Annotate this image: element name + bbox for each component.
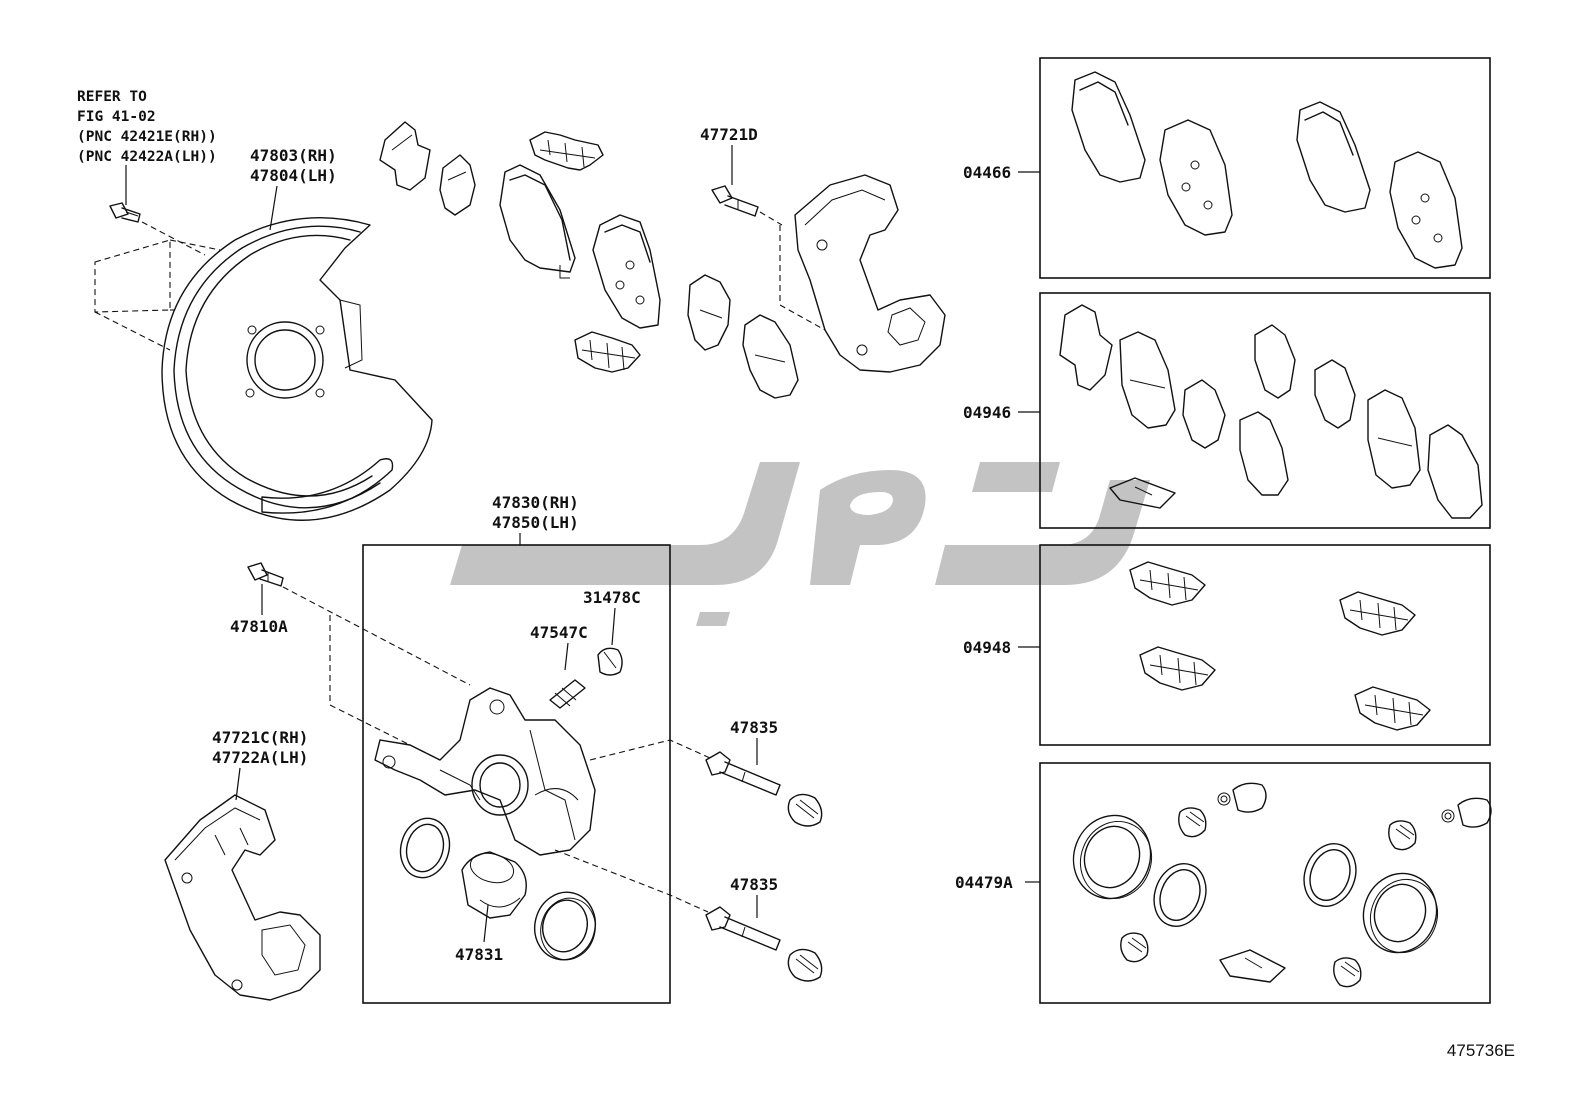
kit-04946-shim-1[interactable] xyxy=(1059,304,1113,391)
mount-bolt-47721D[interactable] xyxy=(711,185,759,217)
kit-04479A-grease-packet[interactable] xyxy=(1219,949,1286,983)
refer-note: REFER TO FIG 41-02 (PNC 42421E(RH)) (PNC… xyxy=(77,89,217,165)
kit-04948-support-plate-2[interactable] xyxy=(1339,591,1416,636)
dust-cover-bolt[interactable] xyxy=(109,202,141,223)
bolt-47810A[interactable] xyxy=(247,562,284,587)
slide-pin-boot-lower[interactable] xyxy=(787,948,823,982)
kit-04479A-boot-3[interactable] xyxy=(1388,820,1417,851)
pad-support-plate-lower[interactable] xyxy=(574,331,641,373)
kit-04479A-piston-seal-1[interactable] xyxy=(1062,805,1162,910)
label-47810A: 47810A xyxy=(230,617,288,636)
anti-squeal-shim-3[interactable] xyxy=(687,274,731,351)
figure-id: 475736E xyxy=(1447,1041,1515,1060)
refer-note-line2: FIG 41-02 xyxy=(77,109,156,125)
anti-squeal-shim-1[interactable] xyxy=(379,121,431,191)
label-47804: 47804(LH) xyxy=(250,166,337,185)
cylinder-piston[interactable] xyxy=(461,849,527,919)
label-47830: 47830(RH) xyxy=(492,493,579,512)
kit-04946-shim-2[interactable] xyxy=(1119,331,1176,429)
kit-04479A-piston-seal-2[interactable] xyxy=(1352,863,1447,963)
refer-note-line3: (PNC 42421E(RH)) xyxy=(77,129,217,145)
kit-04466-pad-2[interactable] xyxy=(1159,119,1233,236)
kit-box-04946 xyxy=(1039,292,1491,529)
kit-box-04466 xyxy=(1039,57,1491,279)
kit-04946-shim-8[interactable] xyxy=(1427,424,1483,519)
label-04948: 04948 xyxy=(963,638,1011,657)
label-47803: 47803(RH) xyxy=(250,146,337,165)
label-47831: 47831 xyxy=(455,945,503,964)
kit-04479A-cap-2[interactable] xyxy=(1441,797,1492,828)
kit-04946-shim-5[interactable] xyxy=(1254,324,1296,399)
caliper-mounting-bracket-lower[interactable] xyxy=(164,794,321,1001)
bleeder-plug-cap[interactable] xyxy=(597,647,623,676)
kit-04946-shim-6[interactable] xyxy=(1314,359,1356,429)
slide-pin-boot-upper[interactable] xyxy=(787,793,823,827)
kit-04466-pad-1[interactable] xyxy=(1071,71,1146,183)
disc-brake-cylinder[interactable] xyxy=(374,687,596,856)
kit-04946-shim-7[interactable] xyxy=(1367,389,1421,489)
kit-04948-support-plate-4[interactable] xyxy=(1354,686,1431,731)
label-47547C: 47547C xyxy=(530,623,588,642)
kit-04946-shim-4[interactable] xyxy=(1239,411,1289,496)
kit-04479A-boot-1[interactable] xyxy=(1178,807,1207,838)
pad-support-plate-upper[interactable] xyxy=(529,131,604,171)
bleeder-plug[interactable] xyxy=(549,679,586,709)
watermark-logo xyxy=(450,462,1150,626)
disc-brake-pad-1[interactable] xyxy=(499,164,576,279)
label-04466: 04466 xyxy=(963,163,1011,182)
kit-box-04948 xyxy=(1039,544,1491,746)
label-47721C: 47721C(RH) xyxy=(212,728,308,747)
kit-04479A-cap-1[interactable] xyxy=(1217,782,1267,813)
kit-04479A-o-ring-1[interactable] xyxy=(1146,856,1215,933)
label-47835-upper: 47835 xyxy=(730,718,778,737)
piston-seal[interactable] xyxy=(394,813,456,883)
kit-04479A-boot-2[interactable] xyxy=(1120,932,1149,963)
refer-note-line1: REFER TO xyxy=(77,89,147,105)
kit-04466-pad-3[interactable] xyxy=(1296,101,1371,213)
label-47721D: 47721D xyxy=(700,125,758,144)
label-31478C: 31478C xyxy=(583,588,641,607)
kit-box-04479A xyxy=(1039,762,1491,1004)
cylinder-assembly-box xyxy=(362,544,671,1004)
kit-04946-grease-packet[interactable] xyxy=(1109,477,1176,509)
label-04479A: 04479A xyxy=(955,873,1013,892)
dust-cover-plate[interactable] xyxy=(161,217,433,521)
refer-note-line4: (PNC 42422A(LH)) xyxy=(77,149,217,165)
slide-pin-lower[interactable] xyxy=(705,906,781,951)
caliper-mounting-bracket-upper[interactable] xyxy=(794,174,946,373)
disc-brake-pad-2[interactable] xyxy=(592,214,661,329)
label-04946: 04946 xyxy=(963,403,1011,422)
kit-04948-support-plate-1[interactable] xyxy=(1129,561,1206,606)
anti-squeal-shim-4[interactable] xyxy=(742,314,799,399)
label-47722A: 47722A(LH) xyxy=(212,748,308,767)
label-47850: 47850(LH) xyxy=(492,513,579,532)
slide-pin-upper[interactable] xyxy=(705,751,781,796)
kit-04479A-boot-4[interactable] xyxy=(1333,957,1362,988)
kit-04479A-o-ring-2[interactable] xyxy=(1296,836,1365,913)
anti-squeal-shim-2[interactable] xyxy=(439,154,476,216)
cylinder-boot[interactable] xyxy=(527,885,603,966)
label-47835-lower: 47835 xyxy=(730,875,778,894)
kit-04946-shim-3[interactable] xyxy=(1182,379,1226,449)
kit-04466-pad-4[interactable] xyxy=(1389,151,1463,269)
kit-04948-support-plate-3[interactable] xyxy=(1139,646,1216,691)
